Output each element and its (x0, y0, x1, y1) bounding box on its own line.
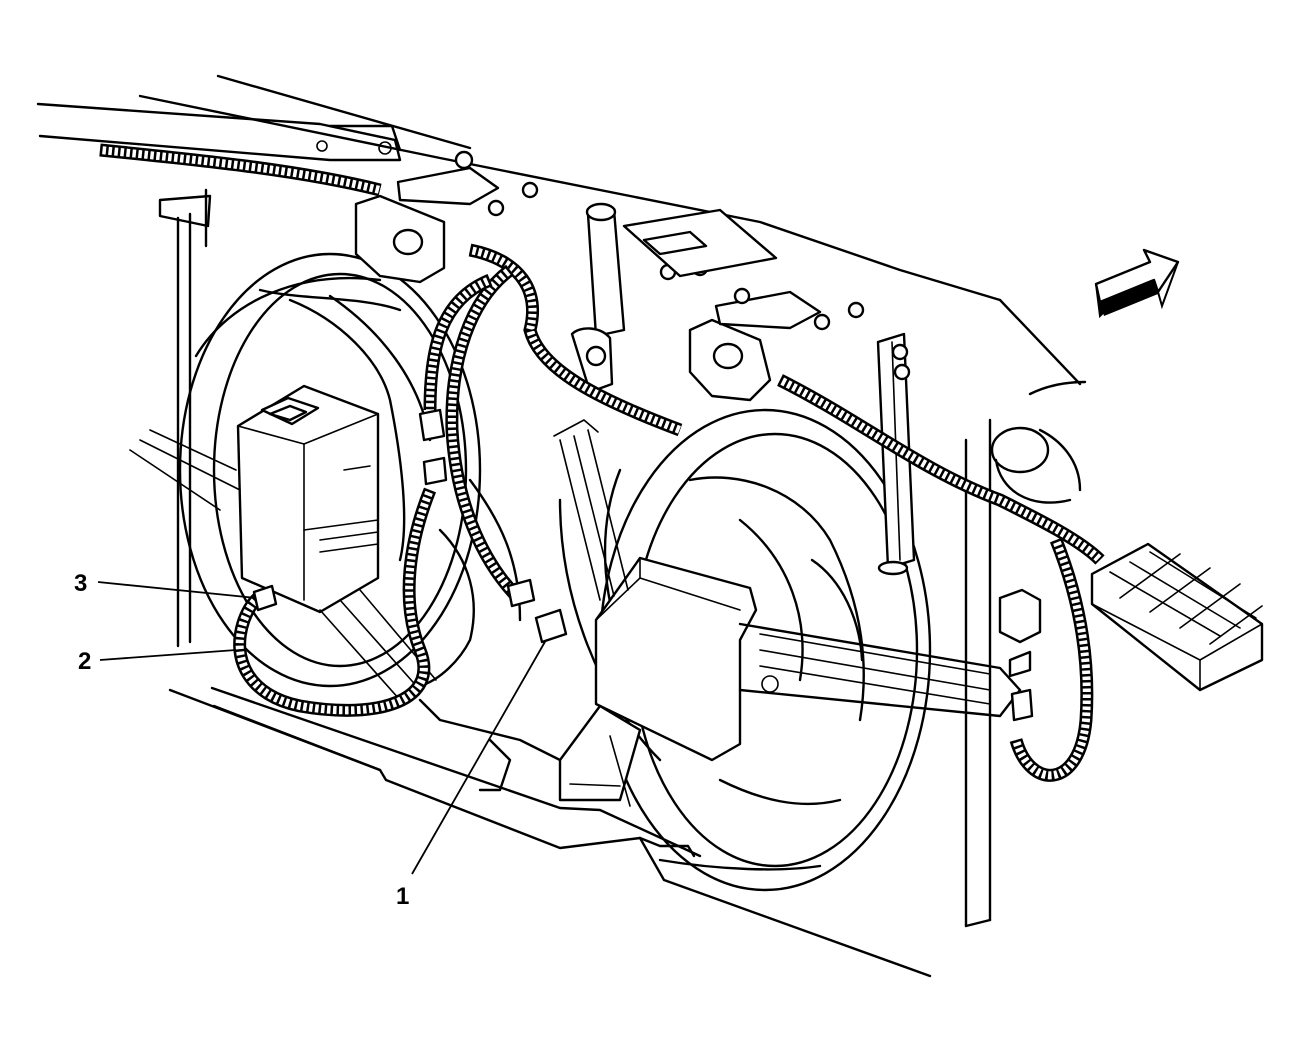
callout-2: 2 (78, 648, 237, 675)
callout-2-label: 2 (78, 648, 91, 675)
callout-1: 1 (396, 639, 547, 910)
lower-bracket (418, 622, 1022, 792)
callout-3-label: 3 (74, 570, 87, 597)
callout-1-label: 1 (396, 883, 409, 910)
radiator-frame (158, 188, 992, 978)
canister (990, 426, 1082, 504)
left-fan-shroud (178, 252, 522, 688)
upper-radiator-support (36, 74, 1087, 396)
callout-3: 3 (74, 570, 257, 599)
hood-latch-bracket (570, 202, 778, 394)
right-fan-motor (553, 419, 779, 807)
front-direction-arrow-icon (1094, 248, 1180, 319)
fuse-relay-block (998, 542, 1264, 692)
wiring-harness (99, 143, 1105, 782)
upper-mount-left (354, 150, 539, 284)
upper-mount-right (659, 259, 865, 402)
left-fan-motor (129, 384, 437, 701)
connector-1-shape (534, 608, 568, 644)
connectors (252, 408, 1034, 722)
